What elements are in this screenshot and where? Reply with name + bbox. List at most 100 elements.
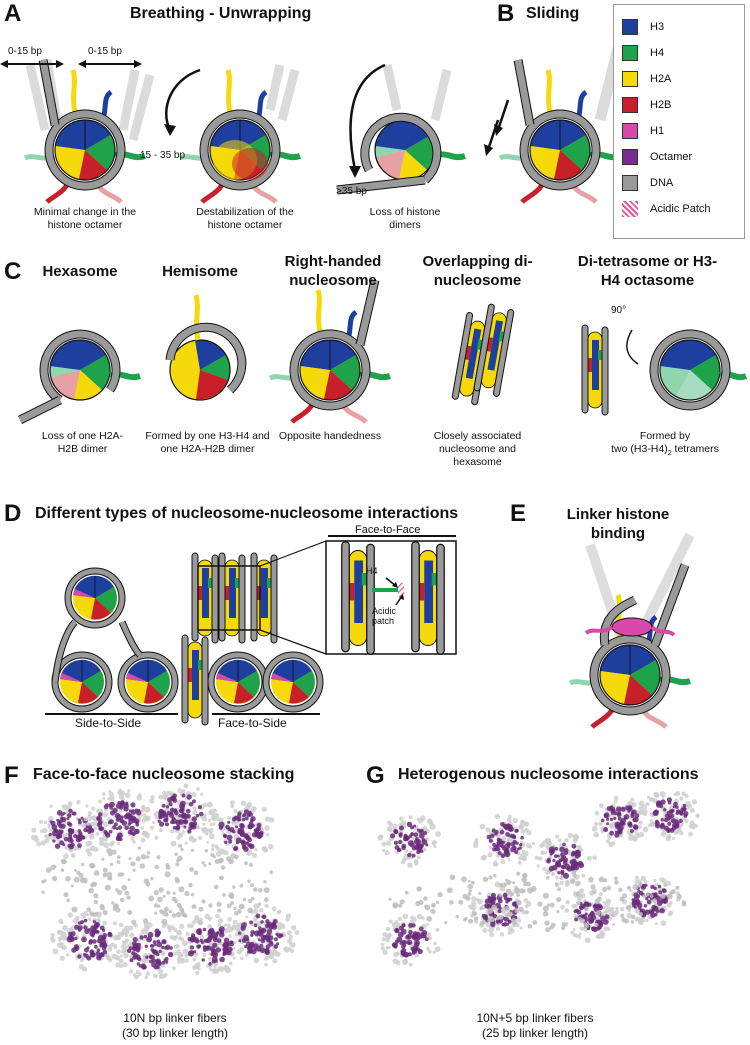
panel-f-caption-2: (30 bp linker length) (121, 1026, 229, 1040)
octamer-g-6 (391, 923, 429, 958)
panel-a-caption-2: Destabilization of the histone octamer (196, 206, 294, 231)
legend: H3 H4 H2A H2B H1 Octamer DNA Acidic Patc… (613, 4, 745, 239)
face-to-face-chain-illustration (185, 540, 327, 722)
dna-cluster-g-3 (591, 795, 648, 848)
di-tetrasome-title: Di-tetrasome or H3-H4 octasome (577, 253, 718, 289)
hexasome-illustration (17, 329, 141, 425)
legend-label-h3: H3 (650, 21, 665, 33)
octamer-g-8 (631, 883, 669, 918)
legend-item-h2a: H2A (622, 70, 671, 88)
octamer-f-5 (126, 928, 174, 970)
panel-a-caption-1: Minimal change in the histone octamer (33, 206, 137, 231)
legend-item-h2b: H2B (622, 96, 671, 114)
legend-swatch-h3 (622, 19, 638, 35)
legend-item-acidic-patch: Acidic Patch (622, 200, 711, 218)
di-tetrasome-face-illustration (626, 329, 748, 411)
panel-d-letter: D (4, 500, 22, 527)
panel-b-letter: B (497, 0, 515, 27)
bp-label-right: 0-15 bp (88, 46, 122, 57)
hexasome-title: Hexasome (42, 263, 118, 280)
panel-a-illustration-1 (25, 59, 155, 202)
face-to-side-illustration (211, 655, 320, 715)
panel-f-caption-1: 10N bp linker fibers (123, 1011, 227, 1025)
di-tetrasome-caption-b: two (H3-H4) (611, 443, 668, 455)
octamer-f-2 (157, 793, 204, 834)
panel-f-letter: F (4, 762, 19, 789)
octamer-g-1 (486, 822, 524, 858)
legend-item-dna: DNA (622, 174, 673, 192)
legend-label-h2a: H2A (650, 73, 672, 85)
legend-label-h1: H1 (650, 125, 665, 137)
side-to-side-label: Side-to-Side (75, 716, 142, 730)
legend-label-h4: H4 (650, 47, 665, 59)
octamer-g-3 (600, 805, 640, 838)
rotation-label: 90° (611, 305, 627, 316)
legend-label-acidic-patch: Acidic Patch (650, 203, 711, 215)
face-to-face-label: Face-to-Face (355, 524, 421, 536)
panel-g-caption-1: 10N+5 bp linker fibers (476, 1011, 594, 1025)
panel-g-letter: G (366, 762, 385, 789)
octamer-f-3 (218, 809, 264, 852)
dna-cluster-g-7 (560, 888, 619, 944)
legend-label-h2b: H2B (650, 99, 672, 111)
panel-a-illustration-3 (336, 63, 466, 195)
right-handed-caption: Opposite handedness (278, 430, 382, 442)
hemisome-caption: Formed by one H3-H4 and one H2A-H2B dime… (145, 430, 270, 455)
panel-c-letter: C (4, 258, 22, 285)
face-to-side-label: Face-to-Side (218, 716, 287, 730)
overlapping-title: Overlapping di-nucleosome (422, 253, 533, 289)
bp-label-left: 0-15 bp (8, 46, 42, 57)
h4-label: H4 (366, 566, 378, 576)
legend-label-dna: DNA (650, 177, 674, 189)
legend-item-h1: H1 (622, 122, 664, 140)
legend-item-h3: H3 (622, 18, 664, 36)
octamer-f-6 (187, 926, 235, 966)
legend-swatch-acidic-patch (622, 201, 638, 217)
octamer-f-4 (66, 918, 113, 961)
di-tetrasome-side-illustration (585, 328, 605, 412)
hemisome-illustration (165, 294, 247, 401)
octamer-g-2 (546, 842, 585, 879)
hexasome-caption: Loss of one H2A-H2B dimer (41, 430, 124, 455)
legend-swatch-dna (622, 175, 638, 191)
panel-e-title: Linker histone binding (566, 506, 670, 542)
panel-b-title: Sliding (526, 5, 580, 22)
panel-a-title: Breathing - Unwrapping (130, 5, 312, 22)
legend-swatch-h1 (622, 123, 638, 139)
right-handed-title: Right-handed nucleosome (284, 253, 382, 289)
acidic-patch-label: Acidic patch (372, 606, 397, 626)
di-tetrasome-caption-c: tetramers (671, 443, 719, 455)
dna-linker-g (388, 870, 687, 933)
panel-e-letter: E (510, 500, 527, 527)
octamer-g-4 (652, 797, 689, 834)
panel-g-caption-2: (25 bp linker length) (481, 1026, 589, 1040)
hemisome-title: Hemisome (162, 263, 238, 280)
bp-label-far: >35 bp (336, 186, 367, 197)
di-tetrasome-caption: Formed by two (H3-H4)2 tetramers (610, 430, 720, 460)
panel-a-caption-3: Loss of histone dimers (369, 206, 441, 231)
octamer-f-7 (238, 913, 284, 955)
octamer-g-0 (390, 821, 429, 858)
face-to-face-inset (325, 535, 457, 654)
legend-swatch-h4 (622, 45, 638, 61)
legend-item-h4: H4 (622, 44, 664, 62)
bp-arrow-left (0, 60, 64, 68)
panel-f-title: Face-to-face nucleosome stacking (33, 766, 295, 783)
octamer-f-1 (96, 800, 142, 842)
legend-swatch-h2b (622, 97, 638, 113)
panel-a-letter: A (4, 0, 22, 27)
side-to-side-illustration (45, 571, 178, 715)
overlapping-caption: Closely associated nucleosome and hexaso… (433, 430, 522, 468)
panel-g-title: Heterogenous nucleosome interactions (398, 766, 699, 783)
panel-d-title: Different types of nucleosome-nucleosome… (35, 505, 459, 522)
di-tetrasome-caption-a: Formed by (639, 430, 691, 442)
panel-a-illustration-2 (164, 64, 300, 202)
bp-label-mid: 15 - 35 bp (140, 150, 186, 161)
bp-arrow-right (78, 60, 142, 68)
linker-histone-illustration (570, 532, 690, 727)
dna-linker-f (41, 843, 274, 926)
dna-cluster-g-1 (472, 813, 536, 867)
molecular-renderings (31, 783, 700, 980)
legend-swatch-octamer (622, 149, 638, 165)
